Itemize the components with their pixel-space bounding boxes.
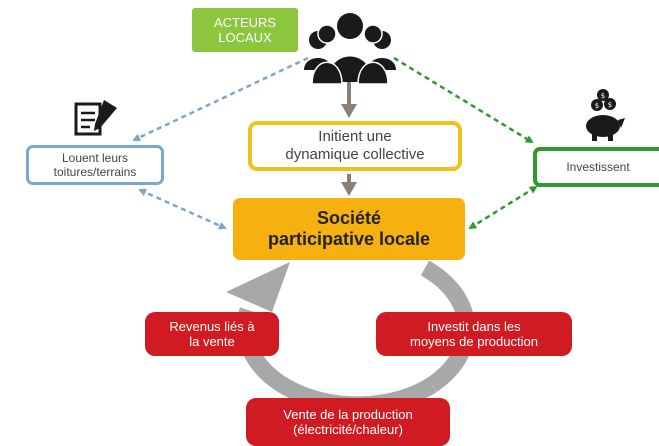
local-participative-society-box: Société participative locale: [233, 198, 465, 260]
invest-box: Investissent: [533, 147, 659, 187]
invest-production-text: Investit dans les moyens de production: [410, 318, 538, 349]
contract-pen-icon: [74, 100, 117, 136]
arrow-invest-to-society: [468, 185, 538, 230]
svg-text:$: $: [595, 102, 599, 110]
actors-label: ACTEURS LOCAUX: [192, 8, 298, 52]
cycle-arrowhead: [226, 262, 290, 312]
arrow-rent-to-society: [138, 188, 227, 230]
production-sale-text: Vente de la production (électricité/chal…: [283, 406, 413, 437]
initiate-dynamic-text: Initient une dynamique collective: [285, 128, 425, 163]
actors-label-text: ACTEURS LOCAUX: [213, 14, 277, 45]
sales-revenue-box: Revenus liés à la vente: [145, 312, 279, 356]
arrow-initiate-to-society-head: [341, 182, 357, 196]
rent-roofs-text: Louent leurs toitures/terrains: [53, 150, 137, 179]
initiate-dynamic-box: Initient une dynamique collective: [248, 121, 462, 171]
local-participative-society-text: Société participative locale: [267, 207, 431, 249]
production-sale-box: Vente de la production (électricité/chal…: [246, 398, 450, 446]
people-group-icon: [304, 13, 396, 85]
piggy-bank-icon: $ $ $: [586, 89, 625, 141]
rent-roofs-box: Louent leurs toitures/terrains: [26, 145, 164, 185]
invest-text: Investissent: [566, 159, 630, 174]
invest-production-box: Investit dans les moyens de production: [376, 312, 572, 356]
svg-text:$: $: [608, 101, 612, 109]
sales-revenue-text: Revenus liés à la vente: [169, 318, 255, 349]
svg-text:$: $: [601, 92, 605, 100]
arrow-actors-to-initiate-head: [341, 104, 357, 118]
